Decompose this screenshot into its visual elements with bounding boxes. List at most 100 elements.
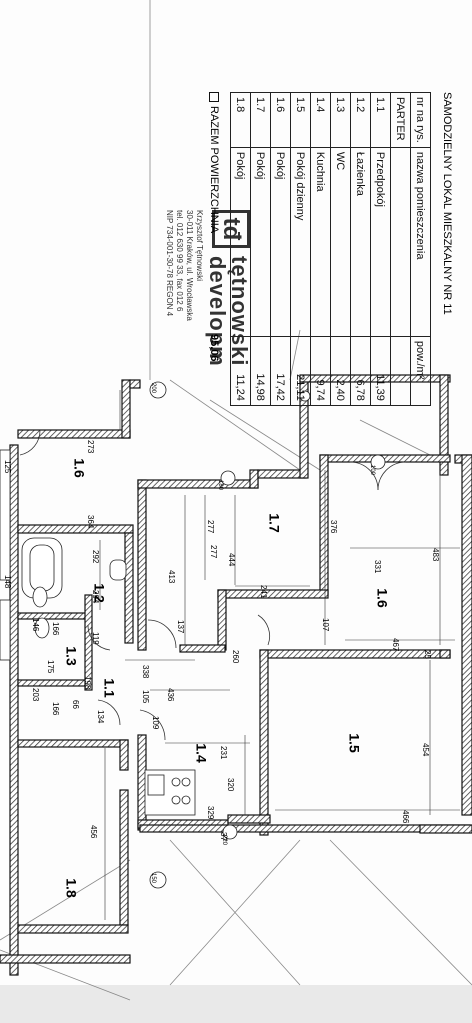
dimension-label: 413 — [167, 570, 176, 584]
table-title: SAMODZIELNY LOKAL MIESZKALNY NR 11 — [441, 92, 453, 315]
cell-no: 1.1 — [370, 92, 391, 148]
dimension-label: 454 — [421, 743, 430, 757]
washbasin — [109, 559, 127, 581]
cell-name: Przedpokój — [370, 147, 391, 337]
cell-no: 1.2 — [350, 92, 371, 148]
dimension-label: 260 — [231, 650, 240, 664]
dimension-label: 25 — [423, 650, 432, 659]
dimension-label: 329 — [206, 806, 215, 820]
cell-no: 1.8 — [230, 92, 251, 148]
header-area: pow./m² — [410, 336, 431, 406]
checkbox-icon — [209, 92, 219, 102]
cell-area: 11,39 — [370, 336, 391, 406]
dimension-label: 273 — [86, 440, 95, 454]
cell-area: 6,78 — [350, 336, 371, 406]
walls — [0, 374, 472, 976]
dimension-label: 331 — [373, 560, 382, 574]
room-label: 1.5 — [346, 733, 363, 753]
doors — [19, 429, 407, 741]
total-value: 95,06 — [208, 334, 220, 362]
toilet — [32, 586, 48, 608]
dimension-label: 436 — [166, 688, 175, 702]
room-label: 1.3 — [63, 646, 80, 666]
table-section-row: PARTER — [390, 92, 411, 406]
dimension-label: 175 — [46, 660, 55, 674]
area-table-grid: nr na rys. nazwa pomieszczenia pow./m² P… — [230, 92, 431, 406]
cell-name: Pokój — [230, 147, 251, 337]
dimension-label: 203 — [31, 688, 40, 702]
cell-area: 14,98 — [250, 336, 271, 406]
cell-name: WC — [330, 147, 351, 337]
dimension-label: 292 — [91, 550, 100, 564]
room-label: 1.6 — [71, 458, 88, 478]
dimension-label: 137 — [176, 620, 185, 634]
dimension-label: 107 — [321, 618, 330, 632]
dimension-label: 198 — [83, 676, 92, 690]
dimension-label: 294 — [91, 590, 100, 604]
room-label: 1.4 — [193, 743, 210, 763]
cell-name: Pokój — [270, 147, 291, 337]
table-header-row: nr na rys. nazwa pomieszczenia pow./m² — [410, 92, 431, 406]
stamp-line-3: tel. 012 630 99 33, fax 012 6 — [175, 210, 184, 312]
markers — [149, 381, 386, 889]
dimension-label: 166 — [51, 702, 60, 716]
cell-name: Łazienka — [350, 147, 371, 337]
cell-area: 2,40 — [330, 336, 351, 406]
dimension-label: 466 — [401, 810, 410, 824]
dimension-label: 105 — [141, 690, 150, 704]
dimension-label: 231 — [219, 746, 228, 760]
dimension-label: 338 — [141, 665, 150, 679]
cell-area: 21,11 — [290, 336, 311, 406]
header-no: nr na rys. — [410, 92, 431, 148]
dimension-label: 109 — [151, 716, 160, 730]
cell-area: 11,24 — [230, 336, 251, 406]
cell-no: 1.4 — [310, 92, 331, 148]
area-table: SAMODZIELNY LOKAL MIESZKALNY NR 11 nr na… — [191, 92, 453, 552]
construction-lines — [0, 0, 472, 1001]
cell-name: Pokój — [250, 147, 271, 337]
dimension-label: 320 — [226, 778, 235, 792]
cell-no: 1.7 — [250, 92, 271, 148]
dimension-label: 66 — [71, 700, 80, 709]
fixtures — [0, 449, 196, 816]
cell-area: 17,42 — [270, 336, 291, 406]
cell-no: 1.6 — [270, 92, 291, 148]
room-label: 1.1 — [101, 678, 118, 698]
dimension-label: 483 — [431, 548, 440, 562]
total-label: RAZEM POWIERZCHNIA — [208, 106, 220, 234]
cell-name: Kuchnia — [310, 147, 331, 337]
dimension-label: 364 — [86, 515, 95, 529]
dimension-label: 456 — [89, 825, 98, 839]
dimension-label: 148 — [3, 575, 12, 589]
dimension-label: 125 — [3, 460, 12, 474]
scan-edge — [0, 985, 472, 1023]
marker-label: 150 — [150, 873, 156, 884]
cell-no: 1.3 — [330, 92, 351, 148]
header-name: nazwa pomieszczenia — [410, 147, 431, 337]
dimension-label: 241 — [259, 585, 268, 599]
room-label: 1.8 — [63, 878, 80, 898]
dimension-label: 134 — [96, 710, 105, 724]
total-row: RAZEM POWIERZCHNIA 95,06 — [208, 92, 220, 552]
dimension-label: 119 — [91, 632, 100, 645]
dimension-lines — [99, 390, 460, 920]
cell-name: Pokój dzienny — [290, 147, 311, 337]
dimension-label: 146 — [31, 618, 40, 632]
dimension-label: 467 — [391, 638, 400, 652]
cell-area: 9,74 — [310, 336, 331, 406]
cell-no: 1.5 — [290, 92, 311, 148]
stamp-line-4: NIP 734-001-30-78 REGON 4 — [165, 210, 174, 317]
dimension-label: 166 — [51, 622, 60, 636]
marker-label: 220 — [221, 835, 227, 846]
room-label: 1.6 — [374, 588, 391, 608]
